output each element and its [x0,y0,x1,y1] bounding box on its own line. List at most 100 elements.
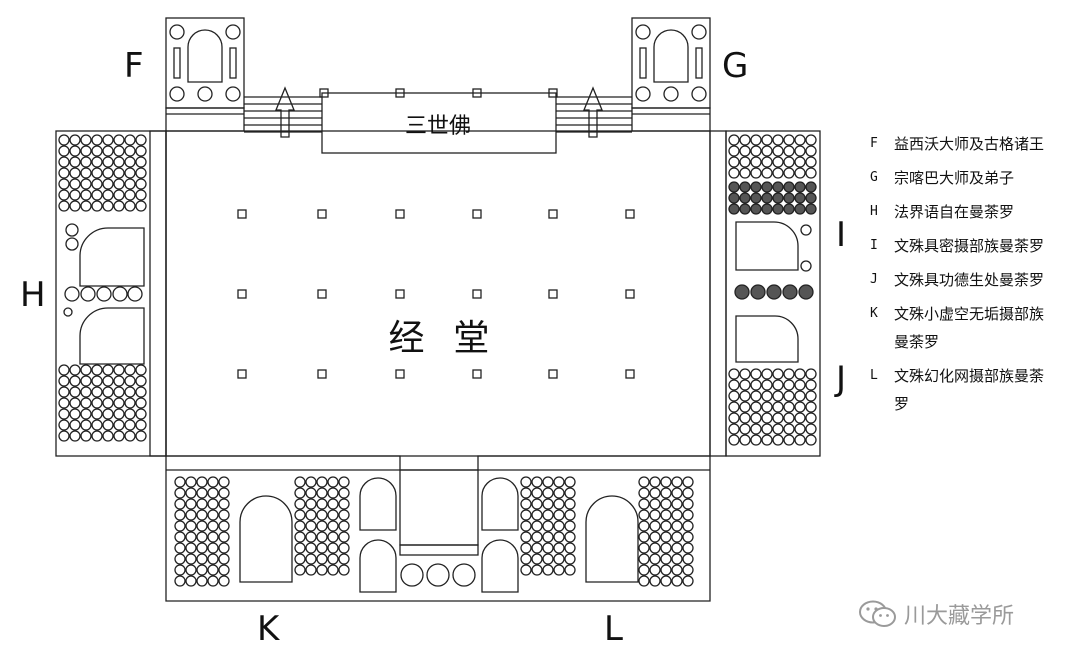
statue-circle [682,531,694,543]
statue-circle [682,487,694,499]
statue-circle [338,531,350,543]
niche-j [735,315,799,363]
statue-circle [218,498,230,510]
statue-circle [127,286,143,302]
statue-circle [80,419,92,431]
statue-circle [750,434,762,446]
statue-circle [102,397,114,409]
statue-circle [772,434,784,446]
chapel-outline [165,17,245,109]
statue-circle [327,531,339,543]
statue-circle [783,434,795,446]
hall-column [548,289,558,299]
statue-circle [218,520,230,532]
statue-circle [185,498,197,510]
statue-circle [196,542,208,554]
statue-circle [113,178,125,190]
statue-circle [207,498,219,510]
statue-circle [794,412,806,424]
statue-circle [682,553,694,565]
shrine-column [548,88,558,98]
statue-circle [805,423,817,435]
legend-text: 文殊具密摄部族曼荼罗 [894,237,1045,255]
statue-circle [761,156,773,168]
statue-circle [91,178,103,190]
statue-circle [316,476,328,488]
statue-circle [327,542,339,554]
statue-circle [649,564,661,576]
statue-circle [124,145,136,157]
statue-circle [531,564,543,576]
statue-circle [728,156,740,168]
statue-circle [112,286,128,302]
statue-circle [91,386,103,398]
statue-circle [638,487,650,499]
statue-circle [750,145,762,157]
statue-circle [327,564,339,576]
statue-circle [750,192,762,204]
statue-circle [750,390,762,402]
statue-circle [225,24,241,40]
hall-column [472,209,482,219]
hall-column [237,369,247,379]
region-letter-l: L [604,609,623,649]
statue-circle [305,553,317,565]
statue-circle [660,564,672,576]
legend-item-f: F 益西沃大师及古格诸王 [870,130,1070,158]
statue-circle [305,520,317,532]
statue-circle [69,386,81,398]
statue-circle [761,167,773,179]
shrine-outline [321,92,557,154]
statue-circle [58,145,70,157]
statue-circle [58,364,70,376]
region-letter-k: K [257,609,281,649]
statue-circle [124,364,136,376]
statue-circle [671,564,683,576]
statue-circle [794,203,806,215]
statue-circle [174,531,186,543]
statue-circle [196,531,208,543]
statue-circle [761,401,773,413]
statue-circle [728,203,740,215]
statue-circle [728,390,740,402]
statue-circle [649,531,661,543]
statue-circle [135,430,147,442]
statue-circle [649,476,661,488]
statue-circle [660,542,672,554]
statue-circle [80,430,92,442]
statue-circle [135,156,147,168]
statue-circle [542,498,554,510]
statue-circle [682,564,694,576]
statue-circle [135,408,147,420]
statue-circle [649,553,661,565]
statue-circle [124,167,136,179]
statue-circle [80,145,92,157]
hall-column [317,289,327,299]
statue-circle [69,178,81,190]
statue-circle [761,368,773,380]
legend-item-h: H 法界语自在曼荼罗 [870,198,1070,226]
statue-circle [794,145,806,157]
statue-circle [80,286,96,302]
statue-circle [564,509,576,521]
statue-circle [80,189,92,201]
statue-circle [135,364,147,376]
statue-circle [638,542,650,554]
statue-circle [564,553,576,565]
statue-circle [124,200,136,212]
statue-circle [196,564,208,576]
statue-circle [542,542,554,554]
statue-circle [102,134,114,146]
statue-circle [564,487,576,499]
statue-circle [316,542,328,554]
statue-circle [225,86,241,102]
statue-circle [218,509,230,521]
statue-circle [69,189,81,201]
statue-circle [761,379,773,391]
statue-circle [124,386,136,398]
statue-circle [739,156,751,168]
statue-circle [91,134,103,146]
statue-circle [80,134,92,146]
statue-circle [207,487,219,499]
statue-circle [80,200,92,212]
